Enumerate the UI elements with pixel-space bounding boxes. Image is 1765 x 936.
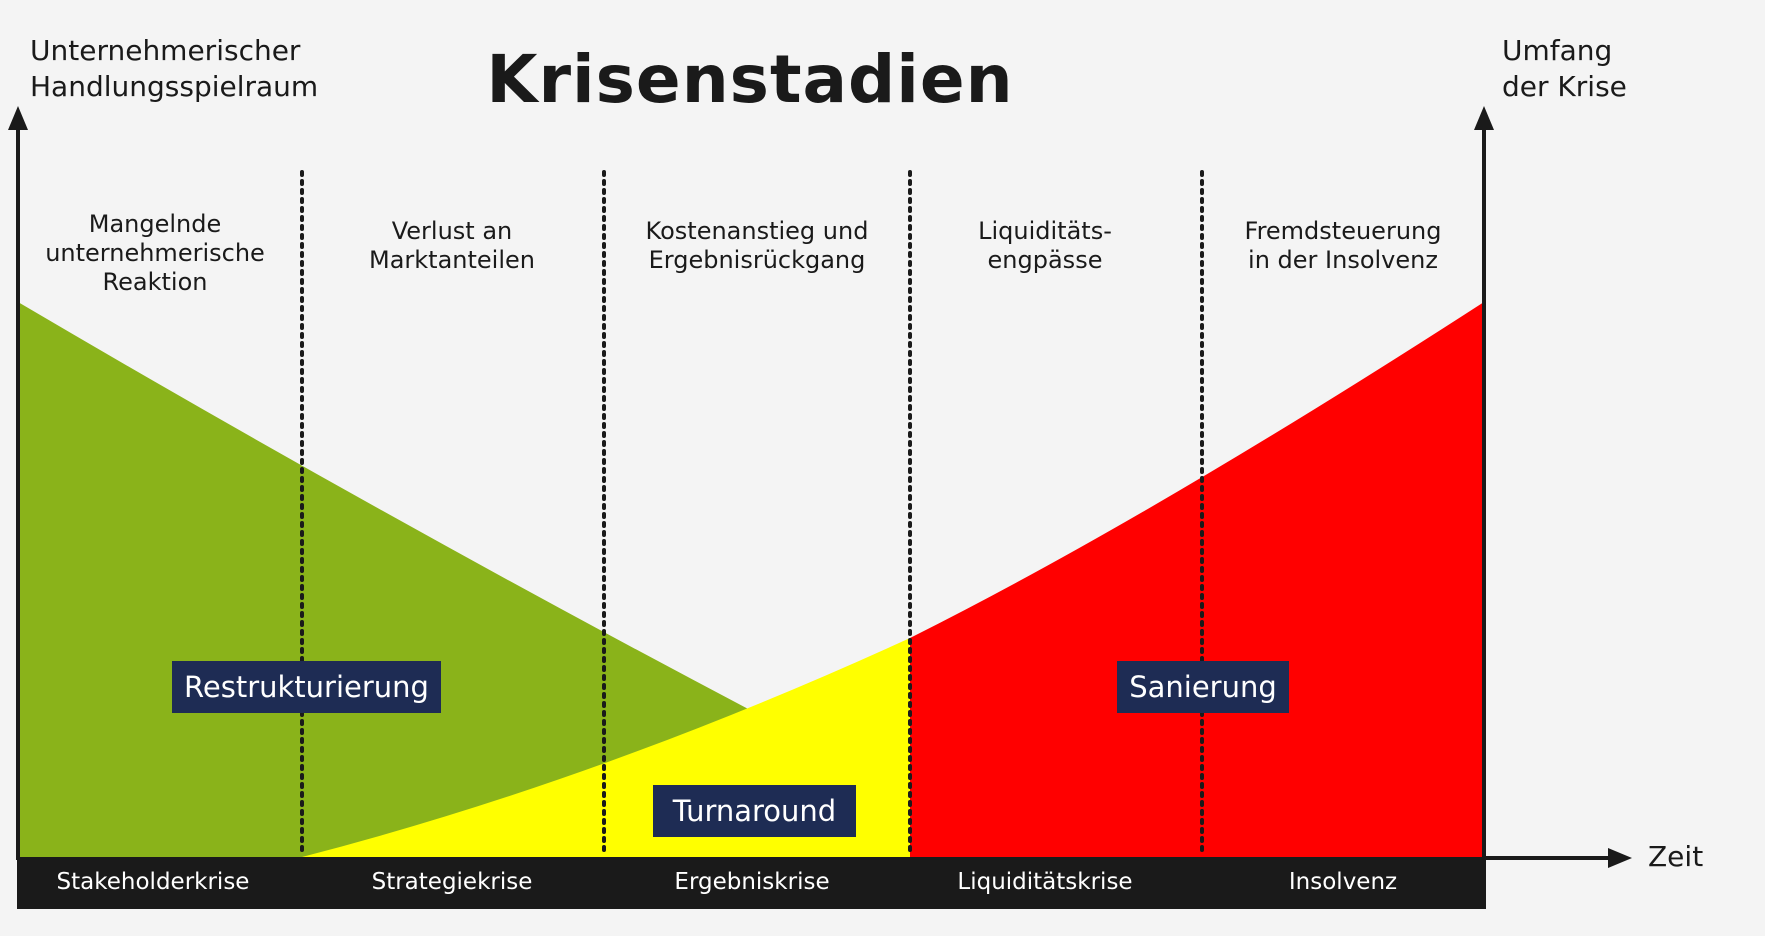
stage-name-strategiekrise: Strategiekrise (371, 869, 533, 895)
stage-name-stakeholderkrise: Stakeholderkrise (56, 869, 250, 895)
left-y-axis-arrow-icon (8, 106, 28, 130)
page-title: Krisenstadien (486, 41, 1014, 118)
sanierung-label: Sanierung (1117, 661, 1289, 713)
stage-description-liquiditaetskrise: Liquiditäts- engpässe (978, 217, 1112, 274)
right-y-axis-arrow-icon (1474, 106, 1494, 130)
x-axis-label: Zeit (1648, 840, 1704, 873)
stage-description-ergebniskrise: Kostenanstieg und Ergebnisrückgang (645, 217, 869, 274)
stage-bar (17, 857, 1486, 909)
stage-name-liquiditaetskrise: Liquiditätskrise (957, 869, 1133, 895)
restrukturierung-area (18, 302, 752, 857)
right-axis-label: Umfang der Krise (1502, 34, 1627, 103)
stage-description-stakeholderkrise: Mangelnde unternehmerische Reaktion (45, 210, 265, 296)
stage-name-ergebniskrise: Ergebniskrise (674, 869, 830, 895)
turnaround-label: Turnaround (653, 785, 856, 837)
x-axis-arrow-icon (1608, 848, 1632, 868)
left-axis-label: Unternehmerischer Handlungsspielraum (30, 34, 319, 103)
sanierung-area (910, 302, 1484, 857)
restrukturierung-label: Restrukturierung (172, 661, 441, 713)
stage-description-strategiekrise: Verlust an Marktanteilen (369, 217, 535, 274)
stage-description-insolvenz: Fremdsteuerung in der Insolvenz (1244, 217, 1442, 274)
stage-name-insolvenz: Insolvenz (1288, 869, 1398, 895)
